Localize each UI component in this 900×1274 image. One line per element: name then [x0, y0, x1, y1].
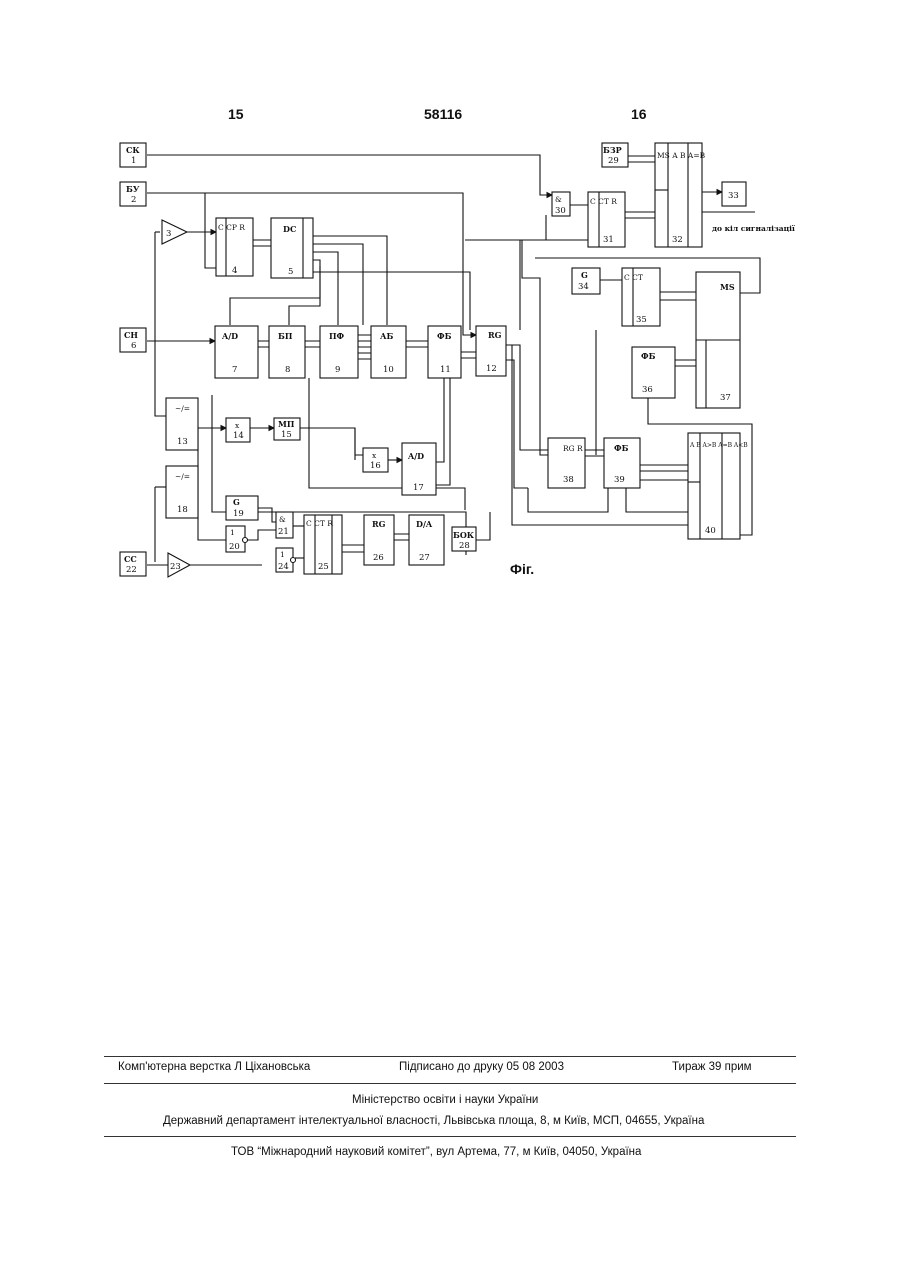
num-34: 34: [578, 282, 589, 292]
label-28: БОК: [453, 530, 475, 540]
num-32: 32: [672, 235, 683, 245]
num-1: 1: [131, 156, 136, 166]
label-4: C CP R: [218, 223, 245, 232]
label-36: ФБ: [641, 351, 656, 361]
num-14: 14: [233, 431, 244, 441]
signal-note: до кіл сигналізації: [712, 224, 795, 233]
num-39: 39: [614, 475, 625, 485]
num-36: 36: [642, 385, 653, 395]
num-5: 5: [288, 267, 293, 277]
num-25: 25: [318, 562, 329, 572]
num-9: 9: [335, 365, 340, 375]
label-32: MS A B A=B: [657, 151, 706, 160]
block-diagram: СК 1 БУ 2 3 C CP R 4 DC 5 СН 6 A/D 7 БП …: [0, 0, 900, 620]
num-18: 18: [177, 505, 188, 515]
num-28: 28: [459, 541, 470, 551]
footer-company: ТОВ “Міжнародний науковий комітет”, вул …: [231, 1146, 641, 1158]
num-20: 20: [229, 542, 240, 552]
num-30: 30: [555, 206, 566, 216]
footer-typesetter: Комп'ютерна верстка Л Ціхановська: [118, 1061, 310, 1073]
num-29: 29: [608, 156, 619, 166]
num-11: 11: [440, 365, 451, 375]
label-13: ~/=: [175, 404, 190, 413]
num-27: 27: [419, 553, 430, 563]
label-18: ~/=: [175, 472, 190, 481]
label-22: СС: [124, 554, 137, 564]
num-19: 19: [233, 509, 244, 519]
num-4: 4: [232, 266, 237, 276]
footer-rule-3: [104, 1136, 796, 1137]
num-24: 24: [278, 562, 289, 572]
label-19: G: [233, 497, 240, 507]
num-35: 35: [636, 315, 647, 325]
label-29: БЗР: [603, 145, 622, 155]
figure-caption: Фіг.: [510, 561, 534, 577]
label-30: &: [555, 195, 562, 204]
footer-rule-2: [104, 1083, 796, 1084]
num-31: 31: [603, 235, 614, 245]
num-3: 3: [166, 229, 171, 239]
label-11: ФБ: [437, 331, 452, 341]
label-17: A/D: [407, 451, 424, 461]
label-26: RG: [372, 519, 386, 529]
num-23: 23: [170, 562, 181, 572]
num-7: 7: [232, 365, 237, 375]
label-34: G: [581, 270, 588, 280]
num-21: 21: [278, 527, 289, 537]
num-40: 40: [705, 526, 716, 536]
label-35: C CT: [624, 273, 643, 282]
footer-ministry: Міністерство освіти і науки України: [352, 1094, 538, 1106]
num-26: 26: [373, 553, 384, 563]
num-17: 17: [413, 483, 424, 493]
label-9: ПФ: [329, 331, 345, 341]
num-10: 10: [383, 365, 394, 375]
num-13: 13: [177, 437, 188, 447]
num-12: 12: [486, 364, 497, 374]
label-5: DC: [283, 224, 296, 234]
num-38: 38: [563, 475, 574, 485]
label-31: C CT R: [590, 197, 617, 206]
num-16: 16: [370, 461, 381, 471]
label-40: A B A>B A=B A<B: [689, 442, 748, 449]
footer-department: Державний департамент інтелектуальної вл…: [163, 1115, 704, 1127]
label-1: СК: [126, 145, 140, 155]
footer-rule-1: [104, 1056, 796, 1057]
label-2: БУ: [126, 184, 140, 194]
footer-circulation: Тираж 39 прим: [672, 1061, 752, 1073]
num-8: 8: [285, 365, 290, 375]
label-24: 1: [280, 550, 285, 559]
num-6: 6: [131, 341, 136, 351]
num-22: 22: [126, 565, 137, 575]
num-2: 2: [131, 195, 136, 205]
label-7: A/D: [221, 331, 238, 341]
label-21: &: [279, 515, 286, 524]
label-38: RG R: [563, 444, 583, 453]
label-6: СН: [124, 330, 138, 340]
num-15: 15: [281, 430, 292, 440]
label-20: 1: [230, 528, 235, 537]
label-37: MS: [720, 282, 735, 292]
label-39: ФБ: [614, 443, 629, 453]
num-33: 33: [728, 191, 739, 201]
label-8: БП: [278, 331, 293, 341]
num-37: 37: [720, 393, 731, 403]
footer-signed: Підписано до друку 05 08 2003: [399, 1061, 564, 1073]
label-10: АБ: [380, 331, 394, 341]
label-12: RG: [488, 330, 502, 340]
label-27: D/A: [416, 519, 433, 529]
label-25: C CT R: [306, 519, 333, 528]
label-15: МП: [278, 419, 295, 429]
